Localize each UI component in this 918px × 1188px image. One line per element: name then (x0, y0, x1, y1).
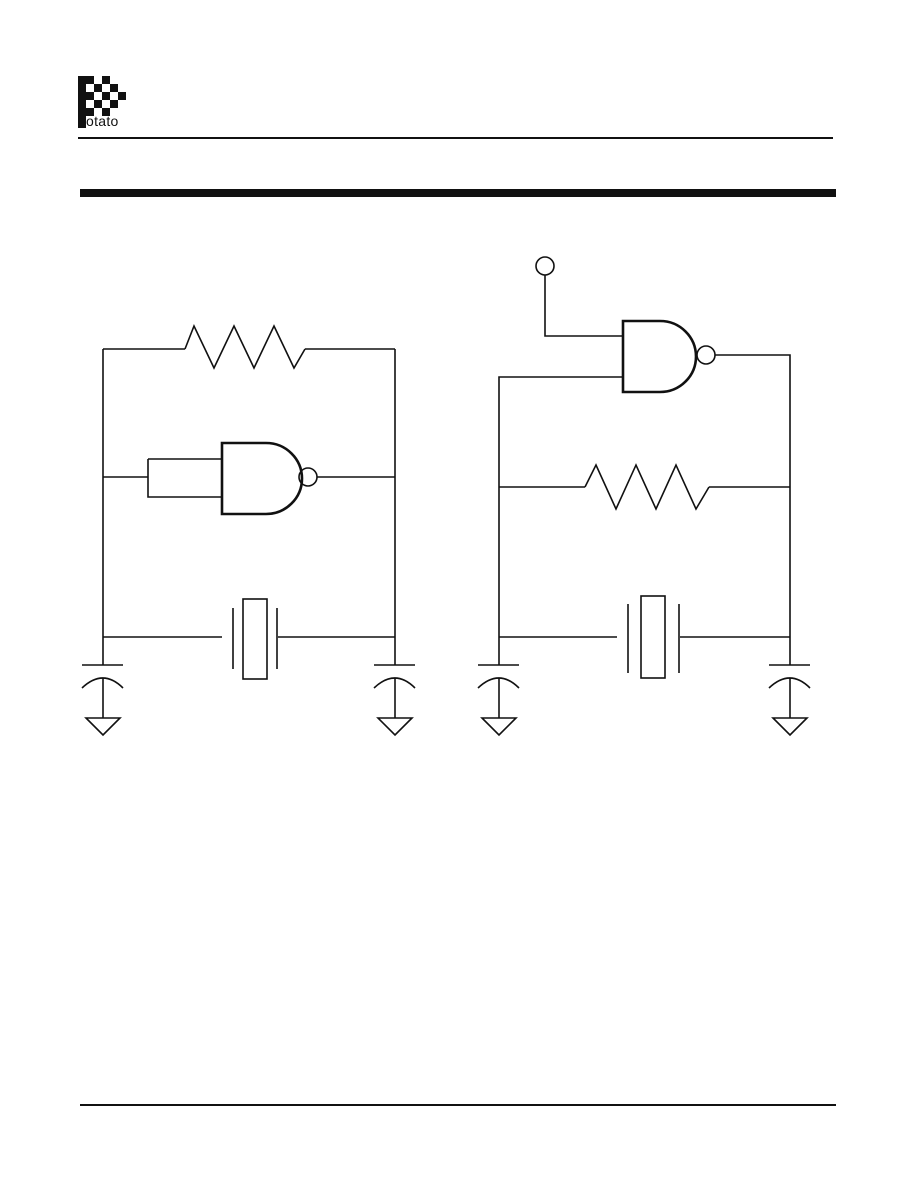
right-gate-input-wire (498, 376, 623, 665)
ground-icon (480, 717, 518, 737)
ground-icon (84, 717, 122, 737)
right-gate-output-wire (715, 354, 791, 665)
left-circuit (81, 323, 416, 737)
crystal-icon (640, 595, 666, 679)
footer-rule (80, 1104, 836, 1106)
crystal-icon (242, 598, 268, 680)
enable-input-wire (544, 275, 623, 337)
nand-gate-icon (621, 319, 698, 394)
input-terminal-icon (535, 256, 555, 276)
checker-p-logo-icon (78, 76, 126, 128)
resistor-icon (584, 463, 710, 511)
nand-bubble-icon (696, 345, 716, 365)
brand-text: otato (86, 113, 119, 129)
potato-logo (78, 76, 138, 136)
right-circuit (477, 256, 811, 737)
ground-icon (771, 717, 809, 737)
section-bar (80, 189, 836, 197)
left-gate-input-bracket (147, 458, 222, 498)
resistor-icon (184, 323, 306, 370)
nand-gate-icon (220, 441, 304, 516)
header-rule (78, 137, 833, 139)
ground-icon (376, 717, 414, 737)
